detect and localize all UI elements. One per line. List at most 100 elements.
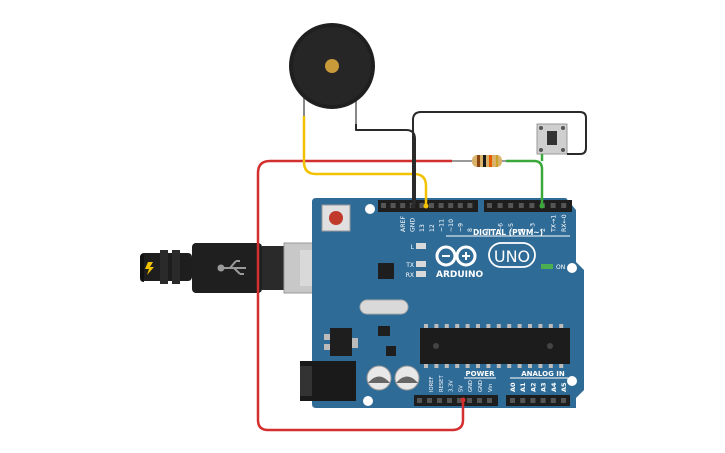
- chip-pin: [455, 324, 460, 328]
- digital-pin-label: ~11: [438, 219, 445, 232]
- chip-pin: [444, 324, 449, 328]
- led-tx-label: TX: [405, 262, 414, 269]
- analog-pin-label: A2: [529, 382, 537, 392]
- mounting-hole: [365, 204, 375, 214]
- header-hole[interactable]: [520, 398, 526, 403]
- chip-pin: [528, 324, 532, 328]
- wire-endpoint: [539, 203, 545, 209]
- power-pin-label: GND: [468, 380, 474, 392]
- small-chip: [378, 326, 390, 336]
- chip-pin: [424, 324, 428, 328]
- chip-pin: [465, 364, 470, 368]
- analog-pin-label: A5: [560, 382, 568, 392]
- brand-label: ARDUINO: [436, 270, 484, 280]
- header-hole[interactable]: [540, 398, 546, 403]
- header-hole[interactable]: [417, 398, 422, 403]
- power-pin-label: GND: [478, 380, 484, 392]
- header-hole[interactable]: [390, 203, 396, 208]
- atmega-microcontroller: [420, 324, 570, 368]
- power-header: [414, 395, 498, 406]
- chip-pin: [528, 364, 532, 368]
- usb-interface-chip: [378, 263, 394, 279]
- chip-pin: [517, 324, 522, 328]
- header-hole[interactable]: [550, 398, 556, 403]
- digital-pin-label: 2: [540, 228, 547, 232]
- chip-pin: [455, 364, 460, 368]
- mounting-hole: [567, 376, 577, 386]
- header-hole[interactable]: [457, 398, 462, 403]
- chip-pin: [507, 324, 512, 328]
- piezo-buzzer[interactable]: [289, 23, 375, 124]
- header-hole[interactable]: [457, 203, 463, 208]
- header-hole[interactable]: [487, 398, 492, 403]
- header-hole[interactable]: [438, 203, 444, 208]
- capacitor: [394, 365, 420, 391]
- digital-pin-label: TX→1: [551, 215, 558, 233]
- chip-pin: [486, 364, 491, 368]
- chip-pin: [548, 364, 553, 368]
- chip-pin: [434, 364, 439, 368]
- dc-power-jack: [300, 361, 356, 401]
- wire-endpoint: [423, 203, 429, 209]
- power-pin-label: Vin: [488, 384, 494, 392]
- pushbutton[interactable]: [536, 123, 568, 155]
- wire-black-buzzer[interactable]: [355, 124, 416, 204]
- header-hole[interactable]: [381, 203, 386, 208]
- power-label: POWER: [466, 370, 496, 378]
- chip-pin: [559, 324, 564, 328]
- header-hole[interactable]: [437, 398, 442, 403]
- led-l: L: [411, 243, 426, 251]
- header-hole[interactable]: [529, 203, 535, 208]
- wire-red[interactable]: [256, 159, 465, 432]
- digital-pin-label: AREF: [400, 216, 407, 232]
- header-hole[interactable]: [419, 203, 425, 208]
- wire-endpoint: [410, 203, 416, 209]
- header-hole[interactable]: [497, 203, 503, 208]
- header-hole[interactable]: [477, 398, 482, 403]
- header-hole[interactable]: [487, 203, 492, 208]
- header-hole[interactable]: [550, 203, 556, 208]
- wire-yellow[interactable]: [302, 116, 428, 204]
- header-hole[interactable]: [510, 398, 515, 403]
- digital-pin-label: ~3: [529, 223, 536, 232]
- header-hole[interactable]: [518, 203, 524, 208]
- chip-pin: [476, 324, 480, 328]
- reset-button[interactable]: [321, 204, 351, 232]
- digital-pin-label: 7: [487, 228, 494, 232]
- header-hole[interactable]: [530, 398, 536, 403]
- analog-header: [506, 395, 570, 406]
- wire-endpoint: [460, 397, 466, 403]
- on-label: ON: [556, 264, 565, 271]
- digital-pin-label: 13: [419, 224, 426, 232]
- power-pin-label: 5V: [458, 385, 464, 392]
- wire-black-button[interactable]: [412, 111, 587, 204]
- mounting-hole: [363, 396, 373, 406]
- header-hole[interactable]: [400, 203, 406, 208]
- header-hole[interactable]: [429, 203, 434, 208]
- header-hole[interactable]: [427, 398, 432, 403]
- lightning-icon: [145, 262, 154, 275]
- model-label: UNO: [494, 247, 530, 266]
- header-hole[interactable]: [447, 398, 452, 403]
- chip-pin: [538, 364, 543, 368]
- digital-pin-label: ~10: [448, 219, 455, 232]
- header-hole[interactable]: [508, 203, 514, 208]
- chip-pin: [496, 324, 501, 328]
- small-transistor: [386, 346, 396, 356]
- header-hole[interactable]: [467, 203, 473, 208]
- chip-pin: [559, 364, 564, 368]
- chip-pin: [486, 324, 491, 328]
- header-hole[interactable]: [561, 398, 566, 403]
- wire-green[interactable]: [506, 154, 544, 204]
- resistor[interactable]: [452, 155, 506, 167]
- header-hole[interactable]: [448, 203, 454, 208]
- mounting-hole: [567, 263, 577, 273]
- header-hole[interactable]: [467, 398, 472, 403]
- led-l-label: L: [411, 244, 415, 251]
- capacitor: [366, 365, 392, 391]
- header-hole[interactable]: [561, 203, 567, 208]
- digital-pin-label: ~9: [458, 223, 465, 232]
